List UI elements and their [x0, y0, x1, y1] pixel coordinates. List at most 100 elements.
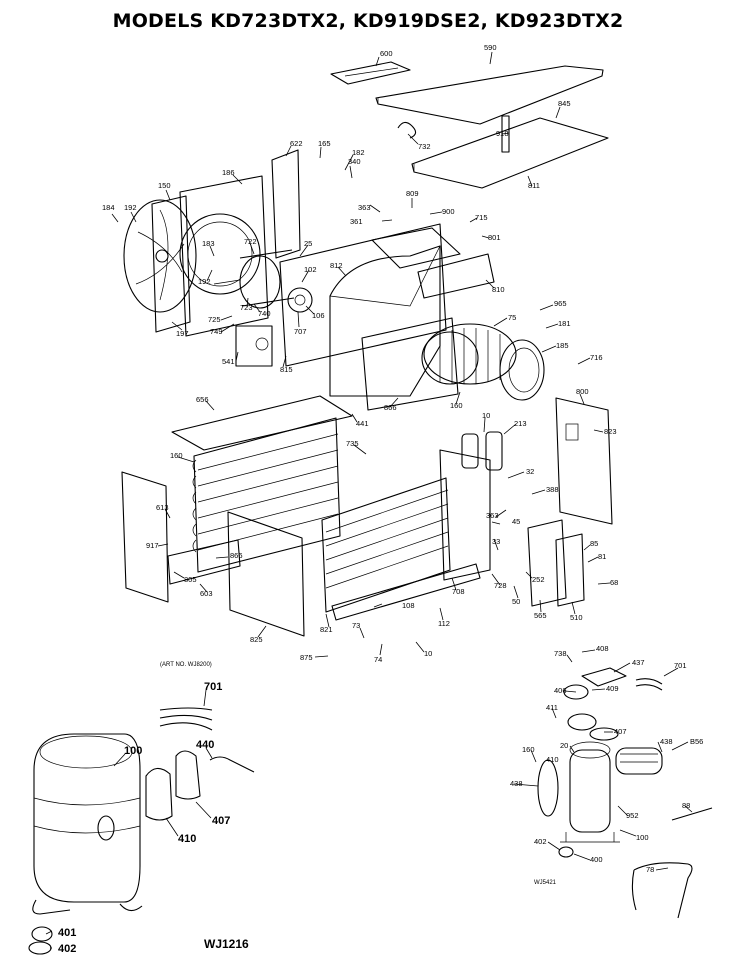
callout-407-large: 407: [212, 815, 230, 827]
callout-738: 738: [554, 649, 567, 658]
callout-812: 812: [330, 261, 343, 270]
spring-clip-732: [397, 121, 417, 139]
leader-lines: [45, 51, 693, 949]
callout-100-small: 100: [636, 833, 649, 842]
callout-106: 106: [312, 311, 325, 320]
callout-918: 918: [496, 129, 509, 138]
callout-866a: 866: [384, 403, 397, 412]
evaporator-coil-160: [192, 417, 341, 573]
callout-900: 900: [442, 207, 455, 216]
top-plate-656: [171, 395, 353, 451]
callout-108: 108: [402, 601, 415, 610]
control-plate-565: [527, 519, 567, 607]
callout-410-large: 410: [178, 833, 196, 845]
callout-590: 590: [484, 43, 497, 52]
callout-411: 411: [546, 703, 558, 712]
callout-815: 815: [280, 365, 293, 374]
page-title: MODELS KD723DTX2, KD919DSE2, KD923DTX2: [112, 10, 624, 32]
callout-85: 85: [590, 539, 598, 548]
callout-749: 749: [210, 327, 223, 336]
callout-715: 715: [475, 213, 488, 222]
callout-821: 821: [320, 625, 333, 634]
callout-613: 613: [156, 503, 169, 512]
wire-harness-701-small: [635, 678, 663, 691]
compressor-100-small: [560, 741, 620, 843]
callout-68: 68: [610, 578, 618, 587]
control-plate-510: [555, 533, 585, 607]
callout-701-large: 701: [204, 681, 222, 693]
callout-565: 565: [534, 611, 547, 620]
callout-401: 401: [58, 927, 76, 939]
callout-112: 112: [438, 619, 450, 628]
blower-housing-812: [329, 227, 461, 397]
callout-74: 74: [374, 655, 382, 664]
callout-952: 952: [626, 811, 639, 820]
overload-438: [615, 747, 663, 775]
cover-406: [563, 684, 589, 700]
bulkhead-728: [439, 449, 491, 581]
callout-622: 622: [290, 139, 303, 148]
callout-363a: 363: [358, 203, 371, 212]
callout-100-large: 100: [124, 745, 142, 757]
callout-labels: 600 590 845 918 732 622 165 182 340 186 …: [58, 43, 703, 955]
condenser-coil-821: [321, 477, 451, 613]
callout-182: 182: [352, 148, 365, 157]
callout-81: 81: [598, 552, 606, 561]
callout-866b: 866: [230, 551, 243, 560]
partition-866: [361, 317, 459, 411]
callout-183: 183: [202, 239, 215, 248]
callout-75: 75: [508, 313, 516, 322]
accumulator-438: [537, 759, 559, 817]
callout-88: 88: [682, 801, 690, 810]
capacitor-541: [235, 325, 273, 367]
callout-440: 440: [196, 739, 214, 751]
callout-603: 603: [200, 589, 213, 598]
mount-20: [589, 727, 619, 741]
callout-811: 811: [528, 181, 540, 190]
callout-408: 408: [596, 644, 609, 653]
callout-725: 725: [208, 315, 221, 324]
callout-708: 708: [452, 587, 465, 596]
cover-410-large: [145, 767, 173, 821]
callout-402-large: 402: [58, 943, 76, 955]
orifice-ring-185: [499, 339, 545, 401]
mounting-strap-78: [631, 862, 693, 919]
callout-73: 73: [352, 621, 360, 630]
grommet-401: [31, 926, 53, 942]
callout-701-small: 701: [674, 661, 687, 670]
callout-160c: 160: [522, 745, 535, 754]
art-note: (ART NO. WJ8200): [160, 662, 212, 668]
compressor-100-large: [32, 733, 143, 915]
callout-707: 707: [294, 327, 307, 336]
callout-438b: 438: [510, 779, 523, 788]
callout-78: 78: [646, 865, 654, 874]
callout-722: 722: [244, 237, 257, 246]
callout-388: 388: [546, 485, 559, 494]
callout-252: 252: [532, 575, 545, 584]
callout-192b: 192: [198, 277, 211, 286]
base-pan-603: [167, 539, 241, 585]
callout-160b: 160: [170, 451, 183, 460]
grommet-400: [558, 846, 574, 858]
callout-400: 400: [590, 855, 603, 864]
callout-160a: 160: [450, 401, 463, 410]
callout-825: 825: [250, 635, 263, 644]
callout-735: 735: [346, 439, 359, 448]
callout-45: 45: [512, 517, 520, 526]
drawing-code: WJ1216: [204, 937, 249, 951]
callout-10a: 10: [482, 411, 490, 420]
callout-102: 102: [304, 265, 317, 274]
callout-402-small: 402: [534, 837, 547, 846]
orifice-plate-197: [151, 195, 191, 333]
callout-10b: 10: [424, 649, 432, 658]
callout-184: 184: [102, 203, 115, 212]
callout-50: 50: [512, 597, 520, 606]
tubing-440: [209, 756, 255, 773]
callout-437: 437: [632, 658, 645, 667]
callout-732: 732: [418, 142, 431, 151]
control-panel-800: [555, 397, 613, 525]
callout-20: 20: [560, 741, 568, 750]
fan-motor-25: [213, 249, 295, 309]
callout-656: 656: [196, 395, 209, 404]
